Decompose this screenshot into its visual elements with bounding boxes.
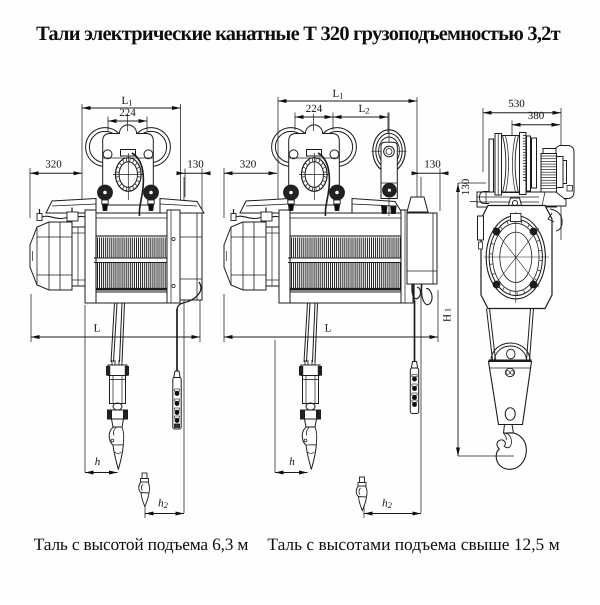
svg-text:130: 130 (187, 159, 204, 171)
svg-text:L2: L2 (359, 103, 370, 116)
svg-text:224: 224 (306, 103, 323, 115)
svg-text:Таль с высотой подъема 6,3 м: Таль с высотой подъема 6,3 м (34, 534, 249, 554)
svg-text:L1: L1 (122, 95, 133, 108)
svg-text:1: 1 (443, 308, 453, 312)
svg-text:320: 320 (240, 159, 257, 171)
svg-text:h2: h2 (158, 498, 169, 511)
svg-text:H: H (442, 314, 454, 322)
svg-text:320: 320 (45, 159, 62, 171)
svg-text:L: L (94, 323, 101, 335)
svg-text:130: 130 (424, 159, 441, 171)
svg-text:L1: L1 (333, 88, 344, 101)
svg-text:530: 530 (508, 98, 525, 110)
svg-text:130: 130 (460, 178, 472, 195)
svg-text:380: 380 (528, 110, 545, 122)
svg-text:h: h (289, 456, 295, 468)
svg-text:Тали электрические канатные Т: Тали электрические канатные Т 320 грузоп… (36, 23, 561, 45)
svg-text:h2: h2 (382, 498, 393, 511)
svg-text:Таль с высотами подъема свыше: Таль с высотами подъема свыше 12,5 м (267, 534, 559, 554)
svg-text:L: L (325, 323, 332, 335)
svg-text:h: h (95, 456, 101, 468)
